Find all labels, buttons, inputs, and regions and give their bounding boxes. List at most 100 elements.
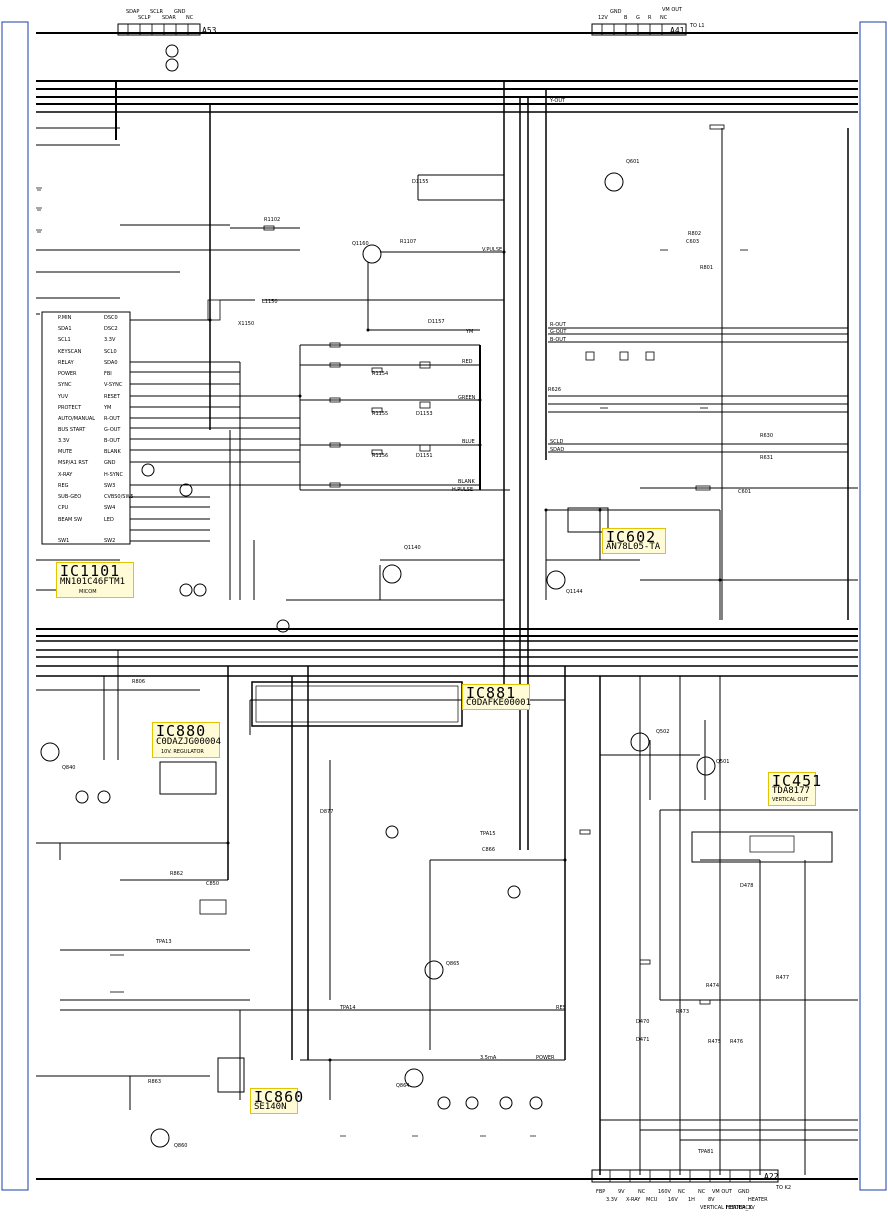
ic860-label-box: IC860 SE140N — [250, 1088, 303, 1114]
ic451-name: IC451 — [772, 772, 823, 790]
mcu-pin-left: PROTECT — [58, 405, 82, 411]
mcu-pin-left: AUTO/MANUAL — [58, 416, 96, 422]
transistor-q840 — [40, 742, 60, 762]
ic860-part: SE140N — [254, 1102, 287, 1112]
signal-r-out: R-OUT — [550, 322, 566, 328]
mcu-pin-right: DSC2 — [104, 326, 118, 332]
mcu-pin-right: V-SYNC — [104, 382, 123, 388]
pin-label-top: GND — [610, 9, 622, 15]
mcu-pin-right: DSC0 — [104, 315, 118, 321]
component-label: Q502 — [656, 729, 670, 735]
right-margin-strip — [859, 21, 887, 1191]
mcu-pin-left: POWER — [58, 371, 77, 377]
transistor-q502 — [630, 732, 650, 752]
mcu-pin-right: SW2 — [104, 538, 116, 544]
component-label: R630 — [760, 433, 774, 439]
component-label: C601 — [738, 489, 752, 495]
signal-power: POWER — [536, 1055, 555, 1061]
transistor-q865 — [424, 960, 444, 980]
mcu-pin-right: SDA0 — [104, 360, 118, 366]
pin-label-bottom: X-RAY — [626, 1197, 641, 1203]
component-label: D470 — [636, 1019, 650, 1025]
component-label: R476 — [730, 1039, 744, 1045]
pin-label-top: VM OUT — [662, 7, 682, 13]
mcu-pin-left: SDA1 — [58, 326, 72, 332]
ic451-func: VERTICAL OUT — [772, 797, 809, 803]
component-label: R806 — [132, 679, 146, 685]
transistor-q1160 — [362, 244, 382, 264]
mcu-pin-right: R-OUT — [104, 416, 120, 422]
component-label: TPA81 — [698, 1149, 714, 1155]
pin-label-bottom: NC — [638, 1189, 646, 1195]
pin-label-bottom: VM OUT — [712, 1189, 732, 1195]
pin-label-bottom: 3.3V — [606, 1197, 618, 1203]
mcu-pin-left: RELAY — [58, 360, 74, 366]
mcu-pin-left: X-RAY — [58, 472, 73, 478]
pin-label-top: NC — [660, 15, 668, 21]
component-label: TPA13 — [156, 939, 172, 945]
component-label: Q840 — [62, 765, 76, 771]
mcu-pin-left: SYNC — [58, 382, 72, 388]
mcu-pin-left: REG — [58, 483, 69, 489]
transistor-q601 — [604, 172, 624, 192]
component-label: R1107 — [400, 239, 417, 245]
signal-green: GREEN — [458, 395, 476, 401]
ic880-label-box: IC880 C0DAZJG00004 10V. REGULATOR — [152, 722, 221, 758]
signal-scld: SCLD — [550, 439, 564, 445]
pin-label-top: 12V — [598, 15, 608, 21]
connector-a22-label: A22 — [764, 1172, 779, 1181]
mcu-pin-right: CVBS0/SW5 — [104, 494, 134, 500]
mcu-pin-right: BLANK — [104, 449, 121, 455]
mcu-pin-left: CPU — [58, 505, 69, 511]
mcu-pin-left: BEAM SW — [58, 517, 83, 523]
connector-a41-body — [591, 23, 687, 36]
mcu-pin-left: P.MIN — [58, 315, 72, 321]
pin-label-bottom: VERTICAL FEEDBACK — [700, 1205, 753, 1211]
mcu-pin-left: MUTE — [58, 449, 73, 455]
component-label: Q1140 — [404, 545, 421, 551]
component-label: R475 — [708, 1039, 722, 1045]
component-label: R801 — [700, 265, 714, 271]
ic451-body — [691, 831, 833, 863]
connector-to-k2-label: TO K2 — [776, 1185, 792, 1191]
component-label: Q601 — [626, 159, 640, 165]
component-label: C603 — [686, 239, 700, 245]
component-label: R626 — [548, 387, 562, 393]
mcu-pin-right: RESET — [104, 394, 121, 400]
pin-label-top: GND — [174, 9, 186, 15]
transistor-q1144 — [546, 570, 566, 590]
signal-res: RES — [556, 1005, 566, 1011]
signal-b-out: B-OUT — [550, 337, 567, 343]
component-label: Q501 — [716, 759, 730, 765]
ic1101-part: MN101C46FTM1 — [60, 577, 126, 587]
component-label: Q1144 — [566, 589, 583, 595]
transistor-q860 — [150, 1128, 170, 1148]
ic881-part: C0DAFKE00001 — [466, 698, 532, 708]
pin-label-top: SCLR — [150, 9, 163, 15]
component-label: R863 — [148, 1079, 162, 1085]
signal-current: 3.5mA — [480, 1055, 497, 1061]
mcu-pin-left: SW1 — [58, 538, 70, 544]
component-label: Q860 — [174, 1143, 188, 1149]
mcu-pin-right: G-OUT — [104, 427, 121, 433]
component-label: R474 — [706, 983, 720, 989]
connector-a53-body — [117, 23, 201, 36]
component-label: C866 — [482, 847, 496, 853]
mcu-pin-right: FBI — [104, 371, 112, 377]
pin-label-top: SCLP — [138, 15, 151, 21]
pin-label-bottom: GND — [738, 1189, 750, 1195]
ic1101-body — [41, 311, 131, 545]
component-label: D471 — [636, 1037, 650, 1043]
pin-label-bottom: HEATER_3V — [726, 1205, 755, 1211]
component-label: D1153 — [416, 411, 433, 417]
mcu-pin-right: SW3 — [104, 483, 116, 489]
pin-label-top: G — [636, 15, 640, 21]
component-label: D478 — [740, 883, 754, 889]
mcu-pin-left: SUB-GEO — [58, 494, 82, 500]
ic1101-func: MICOM — [79, 589, 97, 595]
mcu-pin-left: YUV — [58, 394, 69, 400]
ic881-label-box: IC881 C0DAFKE00001 — [462, 684, 532, 710]
mcu-pin-right: GND — [104, 460, 116, 466]
connector-a53-label: A53 — [202, 26, 217, 35]
ic602-part: AN78L05-TA — [606, 542, 661, 552]
